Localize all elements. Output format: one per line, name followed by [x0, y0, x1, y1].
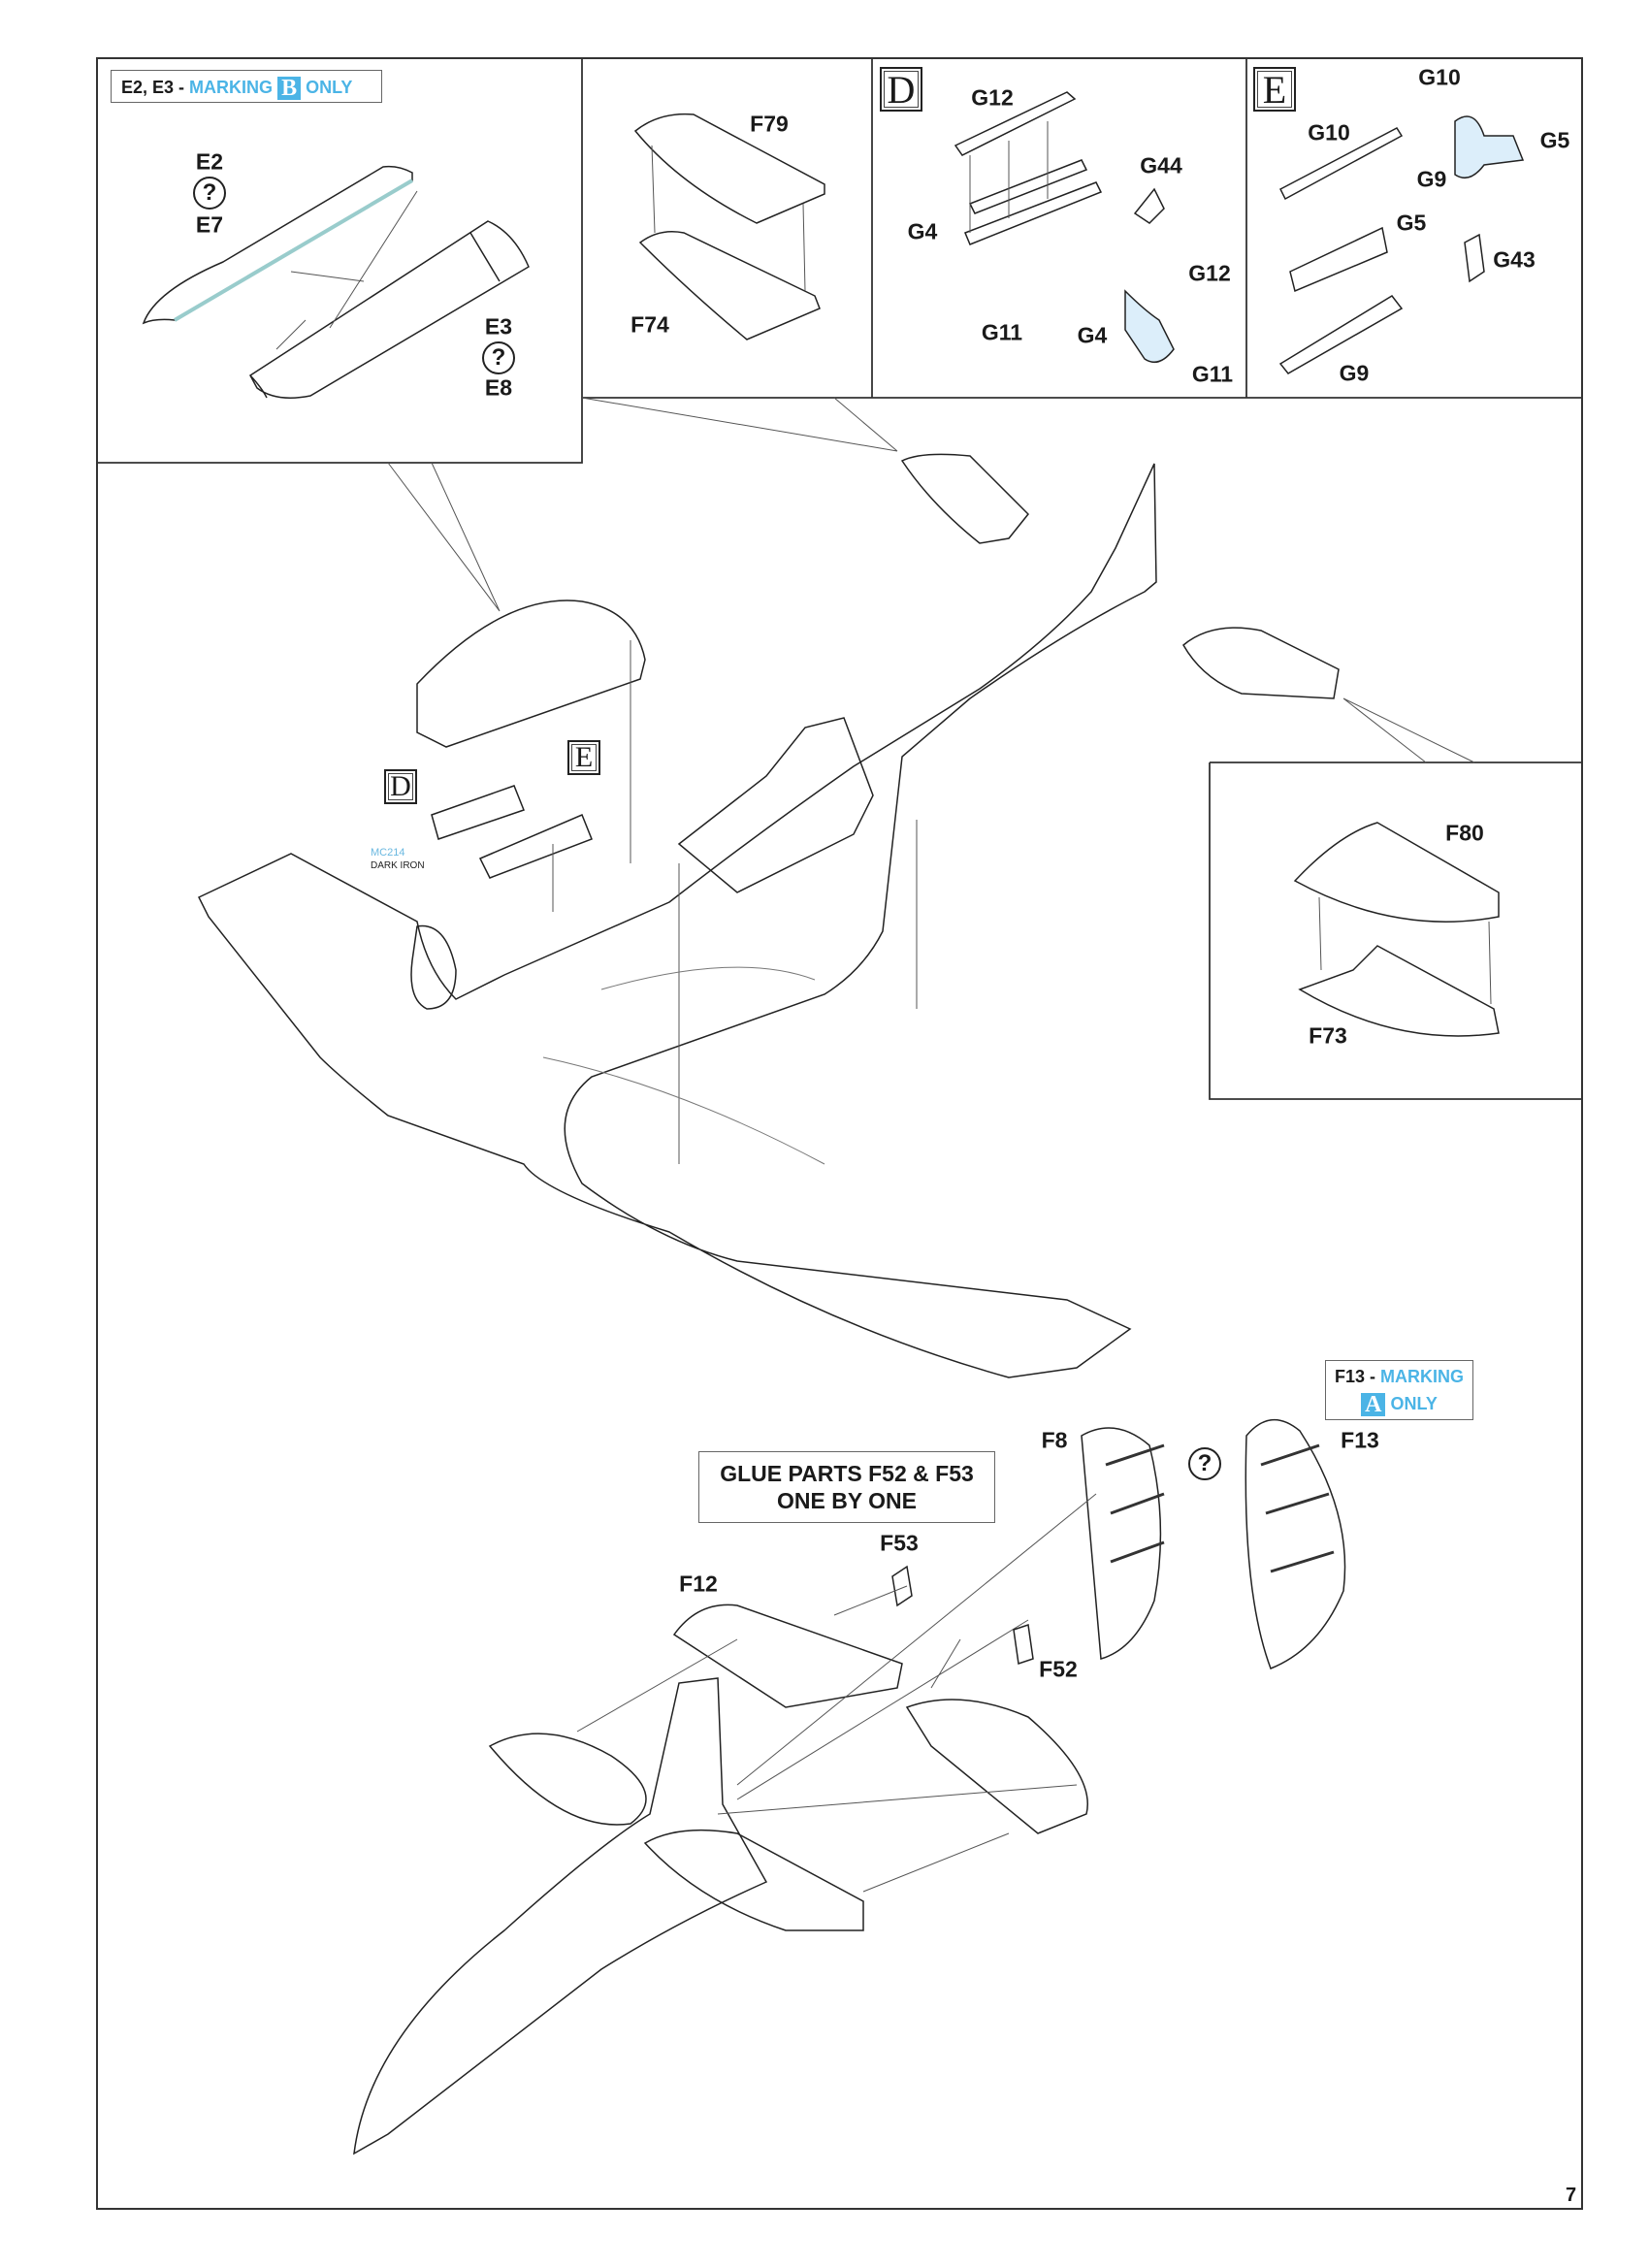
part-label-e8: E8: [484, 374, 513, 401]
step-e-box: E: [1253, 67, 1296, 112]
part-label-g4: G4: [1077, 322, 1108, 348]
note-marking: MARKING: [189, 78, 274, 97]
glue-note-line1: GLUE PARTS F52 & F53: [720, 1461, 974, 1486]
part-label-g11: G11: [1191, 361, 1234, 387]
part-label-g11: G11: [981, 319, 1023, 345]
cowl-parts-e2-e3: [142, 165, 530, 399]
paint-code: MC214: [371, 847, 405, 859]
part-label-f8: F8: [1041, 1427, 1068, 1453]
part-label-g10: G10: [1418, 64, 1461, 90]
inset-frames: [97, 58, 1582, 1100]
part-label-g12: G12: [971, 84, 1014, 111]
part-label-g43: G43: [1493, 246, 1536, 273]
marking-note-e2-e3: E2, E3 - MARKING B ONLY: [111, 70, 382, 103]
part-label-g44: G44: [1140, 152, 1182, 178]
step-d-marker: D: [384, 769, 417, 804]
exhaust-parts-e: [1278, 115, 1525, 374]
option-symbol-e2-e7: ?: [193, 177, 226, 210]
part-label-g12: G12: [1188, 260, 1231, 286]
option-symbol-f8-f13: ?: [1188, 1447, 1221, 1480]
step-e-marker: E: [567, 740, 600, 775]
elevator-parts-f80-f73: [1293, 822, 1500, 1037]
note-prefix: F13 -: [1334, 1367, 1375, 1386]
marking-letter-badge: B: [277, 77, 302, 101]
part-label-g4: G4: [907, 218, 938, 244]
step-d-box: D: [880, 67, 922, 112]
tailplane-parts-f79-f74: [633, 113, 825, 340]
part-label-f79: F79: [750, 111, 789, 137]
part-label-e7: E7: [195, 211, 224, 238]
part-label-f73: F73: [1309, 1022, 1347, 1049]
part-label-f13: F13: [1341, 1427, 1379, 1453]
marking-note-f13: F13 - MARKING A ONLY: [1325, 1360, 1473, 1420]
part-label-g5: G5: [1396, 210, 1427, 236]
part-label-g5: G5: [1539, 127, 1570, 153]
part-label-g9: G9: [1339, 360, 1370, 386]
glue-note-line2: ONE BY ONE: [777, 1488, 917, 1513]
page-frame: [96, 57, 1583, 2210]
paint-name: DARK IRON: [371, 860, 425, 871]
option-symbol-e3-e8: ?: [482, 341, 515, 374]
aircraft-main-assembly: [197, 453, 1340, 1378]
page-number: 7: [1566, 2185, 1577, 2206]
callout-lines: [387, 397, 1475, 763]
part-label-f74: F74: [630, 311, 669, 338]
note-only: ONLY: [306, 78, 353, 97]
note-prefix: E2, E3 -: [121, 78, 185, 97]
tail-assembly-lower: [353, 1418, 1346, 2155]
marking-letter-badge: A: [1361, 1393, 1386, 1417]
part-label-e2: E2: [195, 148, 224, 175]
part-label-f52: F52: [1039, 1656, 1078, 1682]
note-marking: MARKING: [1380, 1367, 1465, 1386]
part-label-g9: G9: [1416, 166, 1447, 192]
part-label-f53: F53: [880, 1530, 919, 1556]
exhaust-parts-d: [954, 91, 1175, 364]
part-label-f80: F80: [1445, 820, 1484, 846]
part-label-f12: F12: [679, 1571, 718, 1597]
note-only: ONLY: [1390, 1394, 1438, 1413]
part-label-g10: G10: [1308, 119, 1350, 146]
part-label-e3: E3: [484, 313, 513, 340]
glue-note: GLUE PARTS F52 & F53 ONE BY ONE: [698, 1451, 995, 1523]
